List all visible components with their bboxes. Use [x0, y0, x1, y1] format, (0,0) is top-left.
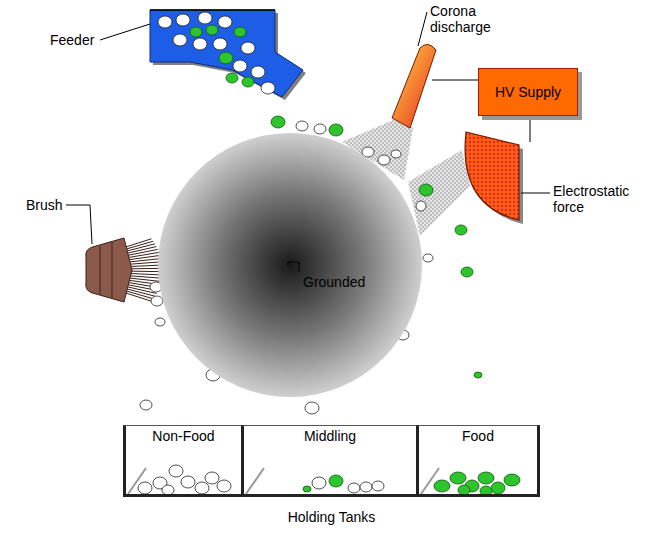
nonfood-particle [372, 481, 384, 491]
nonfood-particle [251, 66, 265, 78]
node-text: HV Supply [495, 84, 561, 100]
brush-bristle [126, 293, 151, 301]
nonfood-particle [181, 476, 195, 488]
nonfood-particle [362, 147, 374, 157]
node-text: Non-Food [126, 428, 241, 444]
food-particle [242, 77, 254, 87]
nonfood-particle [155, 318, 165, 326]
tank-compartment: Non-Food [123, 425, 241, 497]
tank-compartment: Food [416, 425, 540, 497]
ground-tick [288, 262, 299, 272]
nonfood-particle [217, 480, 231, 492]
nonfood-particle [195, 482, 209, 494]
node-text: Holding Tanks [123, 509, 540, 525]
food-particle [434, 480, 450, 492]
food-particle [206, 25, 218, 35]
nonfood-particle [173, 34, 187, 46]
node-text: Grounded [303, 274, 365, 290]
food-particle [458, 485, 470, 495]
nonfood-particle [261, 82, 275, 94]
brush-handle [86, 238, 132, 302]
hv-wire [530, 116, 531, 142]
drum-shape [157, 132, 423, 398]
holding-tanks: Holding TanksNon-FoodMiddlingFood [123, 425, 540, 497]
food-particle [450, 472, 466, 484]
nonfood-particle [233, 60, 247, 72]
corona-electrode [392, 44, 436, 128]
electrostatic-electrode [465, 132, 519, 220]
nonfood-particle [360, 482, 372, 492]
food-particle [478, 472, 494, 484]
food-particle [419, 184, 433, 196]
nonfood-particle [193, 38, 207, 50]
node-text: Middling [244, 428, 416, 444]
food-particle [491, 482, 505, 494]
nonfood-particle [151, 296, 163, 306]
drum: Grounded [157, 132, 423, 398]
nonfood-particle [416, 201, 426, 211]
brush-bristle [126, 252, 159, 258]
food-particle [226, 73, 238, 83]
corona-label: Corona discharge [430, 3, 506, 35]
nonfood-particle [423, 254, 433, 262]
food-particle [474, 372, 482, 378]
brush-handle [100, 246, 101, 294]
nonfood-particle [140, 400, 152, 410]
leader-line [521, 193, 550, 194]
tank-baffle [246, 468, 264, 494]
particles [138, 12, 520, 496]
nonfood-particle [391, 150, 401, 158]
nonfood-particle [378, 155, 390, 165]
drum-circle [158, 133, 422, 397]
hv-wire [432, 80, 478, 81]
field-region [408, 150, 470, 236]
nonfood-particle [314, 124, 326, 134]
nonfood-particle [169, 465, 183, 477]
nonfood-particle [138, 482, 152, 494]
feeder-label: Feeder [50, 32, 94, 48]
nonfood-particle [213, 38, 227, 50]
leader-line [66, 205, 92, 244]
leader-line [100, 24, 150, 40]
brush-bristle [126, 262, 161, 265]
food-particle [329, 475, 343, 487]
food-particle [219, 52, 233, 64]
brush-label: Brush [26, 197, 63, 213]
nonfood-particle [296, 121, 308, 131]
food-particle [329, 124, 343, 136]
nonfood-particle [305, 402, 319, 414]
nonfood-particle [348, 483, 360, 493]
nonfood-particle [176, 14, 190, 26]
food-particle [234, 27, 246, 37]
electrode-label: Electrostatic force [553, 183, 645, 215]
food-particle [303, 486, 311, 492]
nonfood-particle [241, 42, 255, 54]
food-particle [461, 267, 473, 277]
nonfood-particle [218, 16, 232, 28]
food-particle [455, 225, 467, 235]
leader-line [418, 12, 427, 46]
nonfood-particle [158, 16, 172, 28]
nonfood-particle [162, 485, 174, 495]
nonfood-particle [198, 12, 212, 24]
feeder-hopper [150, 10, 303, 97]
hv-supply-box: HV Supply [478, 68, 578, 116]
brush-handle [112, 242, 113, 298]
nonfood-particle [312, 477, 326, 489]
food-particle [504, 474, 520, 486]
feeder-rim [150, 9, 275, 11]
nonfood-particle [205, 472, 219, 484]
food-particle [190, 27, 202, 37]
node-text: Food [419, 428, 537, 444]
tank-compartment: Middling [241, 425, 416, 497]
food-particle [271, 116, 285, 128]
